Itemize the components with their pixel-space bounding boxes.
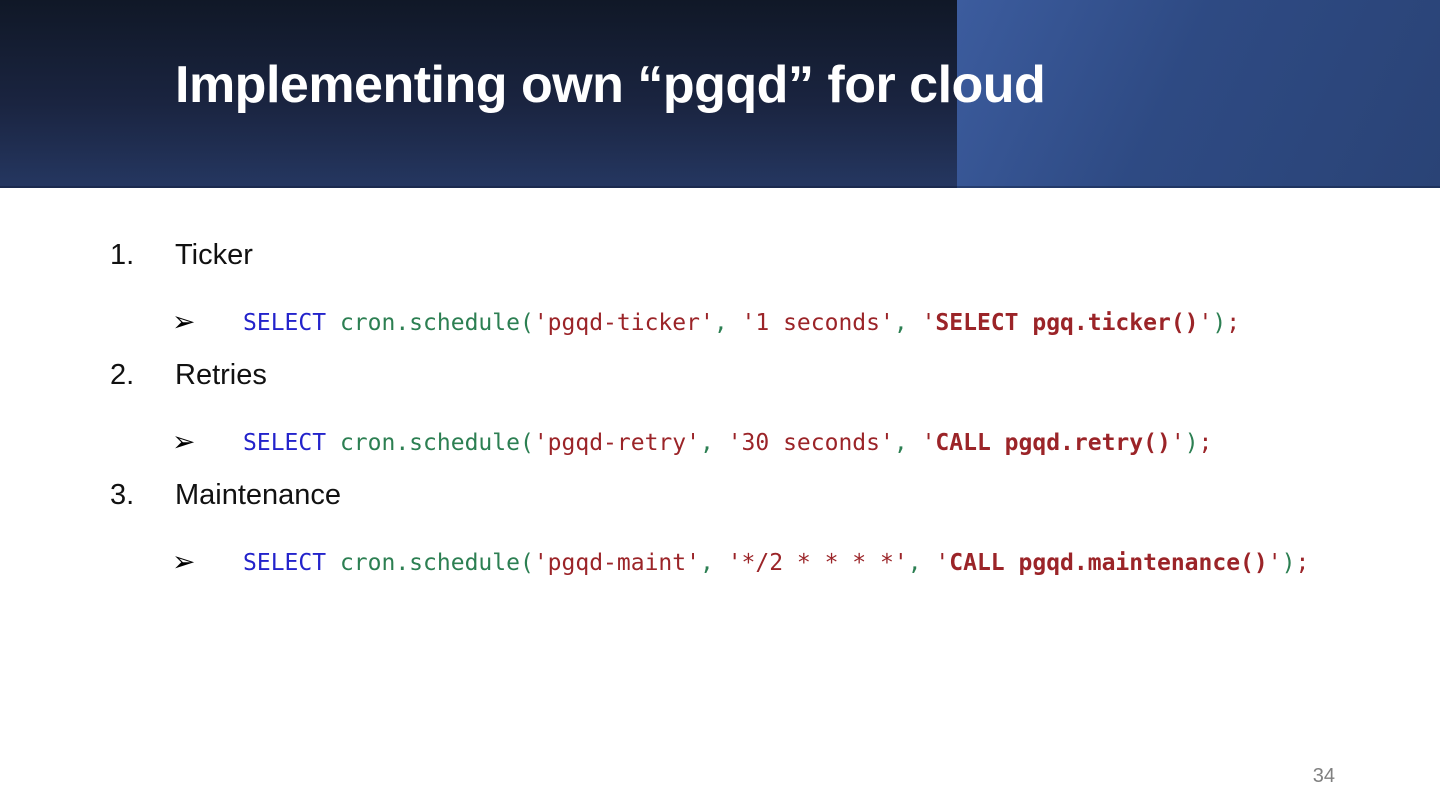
item-heading-row: 3. Maintenance — [110, 478, 1440, 512]
item-label: Ticker — [175, 239, 253, 271]
item-heading-row: 2. Retries — [110, 358, 1440, 392]
slide-header: Implementing own “pgqd” for cloud — [0, 0, 1440, 188]
item-label: Maintenance — [175, 479, 342, 511]
sql-code: SELECT cron.schedule('pgqd-maint', '*/2 … — [243, 550, 1310, 576]
code-row: ➢ SELECT cron.schedule('pgqd-retry', '30… — [172, 426, 1440, 460]
page-number: 34 — [1312, 765, 1335, 787]
arrow-bullet-icon: ➢ — [172, 306, 196, 337]
arrow-bullet-icon: ➢ — [172, 546, 196, 577]
code-row: ➢ SELECT cron.schedule('pgqd-ticker', '1… — [172, 306, 1440, 340]
list-item: 2. Retries ➢ SELECT cron.schedule('pgqd-… — [110, 358, 1440, 460]
item-heading-row: 1. Ticker — [110, 238, 1440, 272]
header-accent-band — [957, 0, 1440, 188]
code-row: ➢ SELECT cron.schedule('pgqd-maint', '*/… — [172, 546, 1440, 580]
arrow-bullet-icon: ➢ — [172, 426, 196, 457]
list-item: 1. Ticker ➢ SELECT cron.schedule('pgqd-t… — [110, 238, 1440, 340]
item-number: 3. — [110, 479, 135, 511]
sql-code: SELECT cron.schedule('pgqd-ticker', '1 s… — [243, 310, 1241, 336]
entries-list: 1. Ticker ➢ SELECT cron.schedule('pgqd-t… — [110, 238, 1440, 580]
item-number: 2. — [110, 359, 135, 391]
item-label: Retries — [175, 359, 267, 391]
slide-body: 1. Ticker ➢ SELECT cron.schedule('pgqd-t… — [0, 188, 1440, 580]
item-number: 1. — [110, 239, 135, 271]
list-item: 3. Maintenance ➢ SELECT cron.schedule('p… — [110, 478, 1440, 580]
slide-title: Implementing own “pgqd” for cloud — [175, 56, 1046, 114]
sql-code: SELECT cron.schedule('pgqd-retry', '30 s… — [243, 430, 1213, 456]
